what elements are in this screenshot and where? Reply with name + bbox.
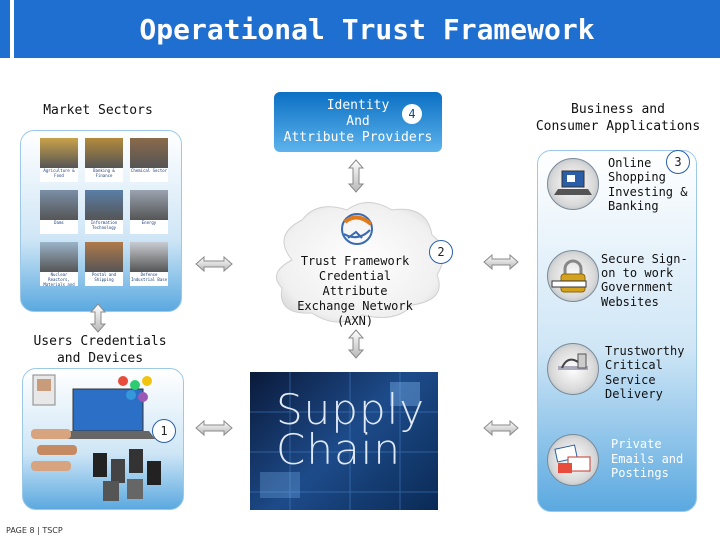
- footer-page-label: PAGE 8 | TSCP: [6, 526, 63, 535]
- supply-chain-line-2: Chain: [276, 430, 426, 470]
- arrow-cloud-apps: [484, 255, 518, 269]
- arrow-cloud-supplychain: [349, 330, 363, 358]
- badge-1: 1: [152, 419, 176, 443]
- supply-chain-text: Supply Chain: [276, 390, 426, 470]
- users-heading-1: Users Credentials: [30, 334, 170, 350]
- arrow-supplychain-apps: [484, 421, 518, 435]
- arrow-sectors-users: [91, 304, 105, 332]
- arrow-sectors-cloud: [196, 257, 232, 271]
- arrow-users-supplychain: [196, 421, 232, 435]
- supply-chain-line-1: Supply: [276, 390, 426, 430]
- arrow-identity-cloud: [349, 160, 363, 192]
- users-heading-2: and Devices: [30, 351, 170, 367]
